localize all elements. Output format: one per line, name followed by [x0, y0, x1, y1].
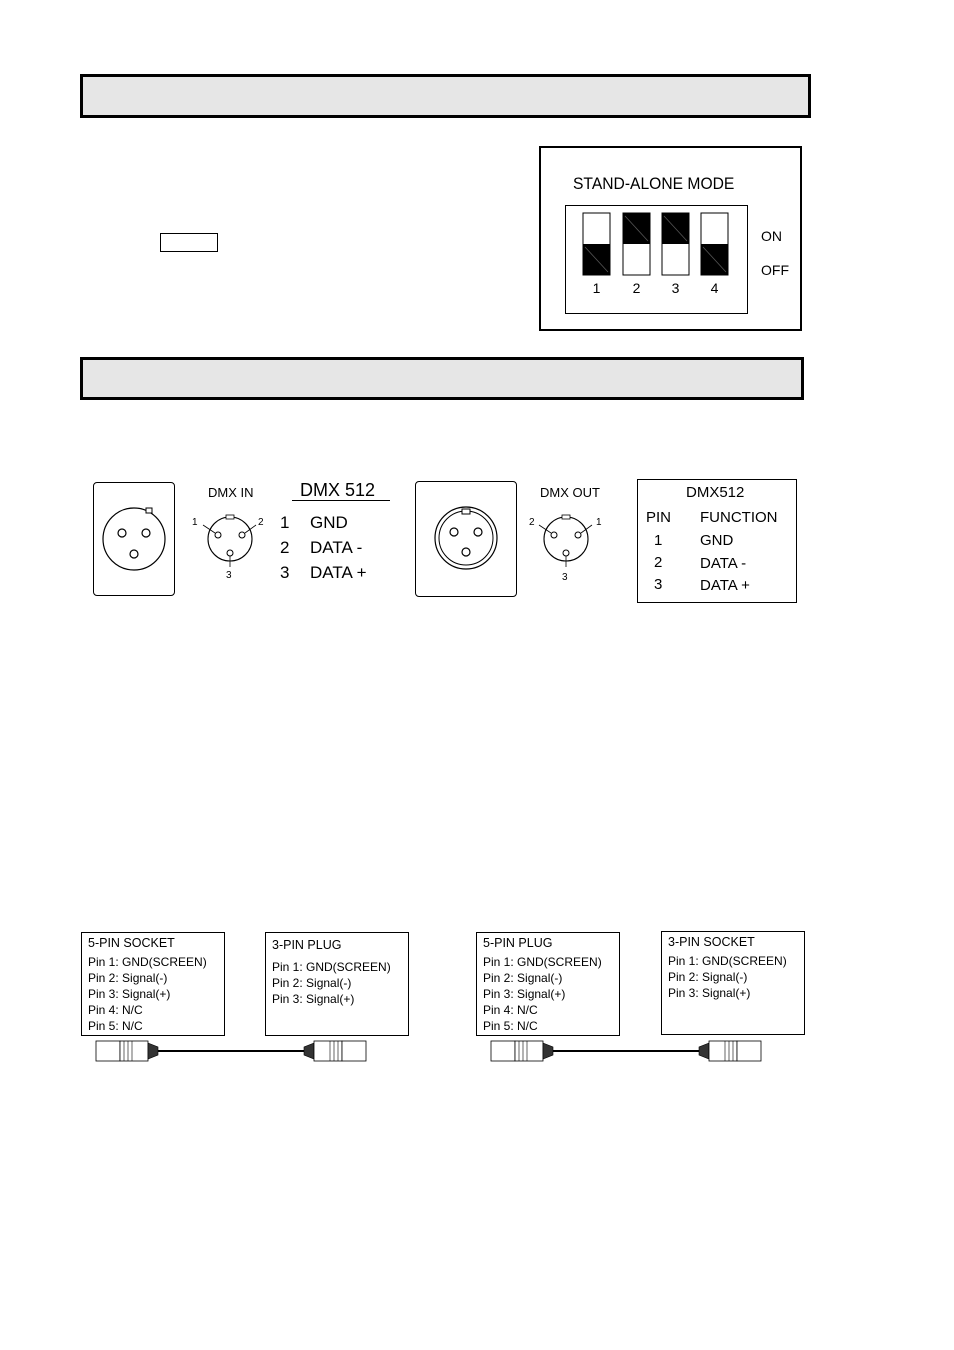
- cable-box-line: Pin 3: Signal(+): [668, 986, 751, 1000]
- dip-switch-3[interactable]: 3: [661, 212, 690, 296]
- dip-switch-number: 2: [633, 280, 641, 296]
- dip-switch-number: 1: [593, 280, 601, 296]
- dmx-out-label: DMX OUT: [540, 485, 600, 500]
- dmx-out-pin-diagram: 2 1 3: [529, 514, 602, 583]
- dip-switches-graphic: 1 2 3 4: [582, 212, 729, 296]
- cable-box-line: Pin 2: Signal(-): [272, 976, 352, 990]
- cable-box-line: Pin 3: Signal(+): [272, 992, 355, 1006]
- cable-box-line: Pin 3: Signal(+): [483, 987, 566, 1001]
- cable-box-title: 5-PIN PLUG: [483, 936, 553, 950]
- dmx-in-row-function: DATA -: [310, 538, 363, 557]
- cable-left-3pin-plug: 3-PIN PLUG Pin 1: GND(SCREEN) Pin 2: Sig…: [265, 932, 409, 1036]
- dmx-in-pin-1: 1: [192, 517, 198, 528]
- cable-left-graphic: [95, 1040, 367, 1062]
- dip-switch-title: STAND-ALONE MODE: [573, 174, 735, 193]
- dmx-in-row-pin: 2: [280, 538, 290, 557]
- small-label-box: [160, 233, 218, 252]
- dmx-out-table: DMX512 PIN FUNCTION 1 GND 2 DATA - 3 DAT…: [637, 479, 797, 603]
- cable-right-5pin-plug: 5-PIN PLUG Pin 1: GND(SCREEN) Pin 2: Sig…: [476, 932, 620, 1036]
- dmx-out-pin-1: 1: [596, 517, 602, 528]
- dip-switch-1[interactable]: 1: [582, 212, 611, 296]
- cable-right-graphic: [490, 1040, 762, 1062]
- dmx-out-pin-header: PIN: [646, 509, 672, 526]
- cable-box-line: Pin 3: Signal(+): [88, 987, 171, 1001]
- dmx-in-row: 3 DATA +: [280, 563, 367, 583]
- dmx-out-pin-3: 3: [562, 572, 568, 583]
- dmx-out-table-title: DMX512: [686, 484, 745, 501]
- cable-left-5pin-socket: 5-PIN SOCKET Pin 1: GND(SCREEN) Pin 2: S…: [81, 932, 225, 1036]
- cable-box-line: Pin 4: N/C: [483, 1003, 538, 1017]
- cable-box-title: 3-PIN SOCKET: [668, 935, 755, 949]
- cable-box-line: Pin 5: N/C: [483, 1019, 538, 1033]
- dmx-out-row-function: GND: [700, 532, 734, 549]
- cable-box-line: Pin 1: GND(SCREEN): [88, 955, 207, 969]
- dmx-in-pin-diagram: 1 2 3: [192, 514, 264, 581]
- dmx-in-row: 2 DATA -: [280, 538, 362, 558]
- dip-switch-panel: STAND-ALONE MODE 1 2 3 4 ON OFF: [539, 146, 802, 331]
- dmx-out-row-pin: 3: [654, 576, 663, 593]
- dmx-in-table-underline: [292, 500, 390, 501]
- section-header-1: [80, 74, 811, 118]
- cable-box-title: 3-PIN PLUG: [272, 938, 342, 952]
- dmx-out-row-function: DATA -: [700, 555, 747, 572]
- dmx-in-row-function: DATA +: [310, 563, 367, 582]
- dmx-in-row-pin: 3: [280, 563, 290, 582]
- dmx-in-row-pin: 1: [280, 513, 290, 532]
- cable-box-line: Pin 1: GND(SCREEN): [483, 955, 602, 969]
- dmx-in-socket-icon: [102, 507, 166, 571]
- dmx-out-row-pin: 1: [654, 532, 663, 549]
- dip-on-label: ON: [761, 228, 782, 244]
- dmx-in-row-function: GND: [310, 513, 348, 532]
- dmx-in-pin-3: 3: [226, 570, 232, 581]
- dmx-in-label: DMX IN: [208, 485, 254, 500]
- cable-box-title: 5-PIN SOCKET: [88, 936, 175, 950]
- cable-box-line: Pin 2: Signal(-): [88, 971, 168, 985]
- dmx-out-function-header: FUNCTION: [700, 509, 778, 526]
- dmx-out-row-function: DATA +: [700, 577, 750, 594]
- dmx-out-pin-2: 2: [529, 517, 535, 528]
- cable-box-line: Pin 1: GND(SCREEN): [272, 960, 391, 974]
- dip-switch-2[interactable]: 2: [622, 212, 651, 296]
- cable-box-line: Pin 2: Signal(-): [483, 971, 563, 985]
- dmx-in-socket-plate: [93, 482, 175, 596]
- dmx-out-plug-icon: [434, 506, 498, 570]
- cable-box-line: Pin 1: GND(SCREEN): [668, 954, 787, 968]
- dip-switch-number: 4: [711, 280, 719, 296]
- dmx-out-row-pin: 2: [654, 554, 663, 571]
- cable-box-line: Pin 2: Signal(-): [668, 970, 748, 984]
- section-header-2: [80, 357, 804, 400]
- dmx-out-plug-plate: [415, 481, 517, 597]
- dip-off-label: OFF: [761, 262, 789, 278]
- dmx-in-table-title: DMX 512: [300, 480, 376, 500]
- cable-box-line: Pin 4: N/C: [88, 1003, 143, 1017]
- dmx-in-row: 1 GND: [280, 513, 348, 533]
- dmx-in-pin-2: 2: [258, 517, 264, 528]
- dip-switch-4[interactable]: 4: [700, 212, 729, 296]
- cable-box-line: Pin 5: N/C: [88, 1019, 143, 1033]
- dip-switch-number: 3: [672, 280, 680, 296]
- cable-right-3pin-socket: 3-PIN SOCKET Pin 1: GND(SCREEN) Pin 2: S…: [661, 931, 805, 1035]
